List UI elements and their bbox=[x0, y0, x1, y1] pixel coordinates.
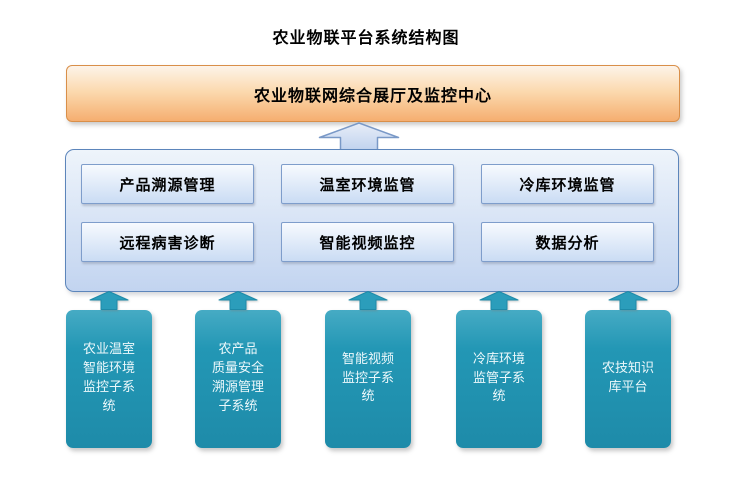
subsystem-coldstore: 冷库环境 监管子系 统 bbox=[456, 291, 542, 448]
subsystem-greenhouse: 农业温室 智能环境 监控子系 统 bbox=[66, 291, 152, 448]
subsystem-box: 智能视频 监控子系 统 bbox=[325, 310, 411, 448]
module-box-data-analysis: 数据分析 bbox=[481, 222, 654, 262]
up-arrow-icon bbox=[608, 291, 648, 310]
diagram-title: 农业物联平台系统结构图 bbox=[272, 28, 460, 47]
module-box-product-trace: 产品溯源管理 bbox=[81, 164, 254, 204]
center-banner-node: 农业物联网综合展厅及监控中心 bbox=[66, 65, 680, 122]
subsystem-video-monitor: 智能视频 监控子系 统 bbox=[325, 291, 411, 448]
up-arrow-icon bbox=[479, 291, 519, 310]
up-arrow-icon bbox=[89, 291, 129, 310]
subsystem-box: 冷库环境 监管子系 统 bbox=[456, 310, 542, 448]
subsystem-box: 农业温室 智能环境 监控子系 统 bbox=[66, 310, 152, 448]
up-arrow-icon bbox=[218, 291, 258, 310]
modules-panel: 产品溯源管理 温室环境监管 冷库环境监管 远程病害诊断 智能视频监控 数据分析 bbox=[65, 149, 679, 292]
up-arrow-icon bbox=[348, 291, 388, 310]
subsystem-box: 农产品 质量安全 溯源管理 子系统 bbox=[195, 310, 281, 448]
module-box-video-monitor: 智能视频监控 bbox=[281, 222, 454, 262]
center-banner-label: 农业物联网综合展厅及监控中心 bbox=[253, 85, 492, 105]
subsystem-knowledge-base: 农技知识 库平台 bbox=[585, 291, 671, 448]
subsystem-product-trace: 农产品 质量安全 溯源管理 子系统 bbox=[195, 291, 281, 448]
module-box-greenhouse-env: 温室环境监管 bbox=[281, 164, 454, 204]
modules-grid: 产品溯源管理 温室环境监管 冷库环境监管 远程病害诊断 智能视频监控 数据分析 bbox=[66, 150, 678, 262]
subsystem-box: 农技知识 库平台 bbox=[585, 310, 671, 448]
module-box-coldstore-env: 冷库环境监管 bbox=[481, 164, 654, 204]
up-arrow-main-icon bbox=[318, 122, 400, 152]
module-box-remote-diagnosis: 远程病害诊断 bbox=[81, 222, 254, 262]
